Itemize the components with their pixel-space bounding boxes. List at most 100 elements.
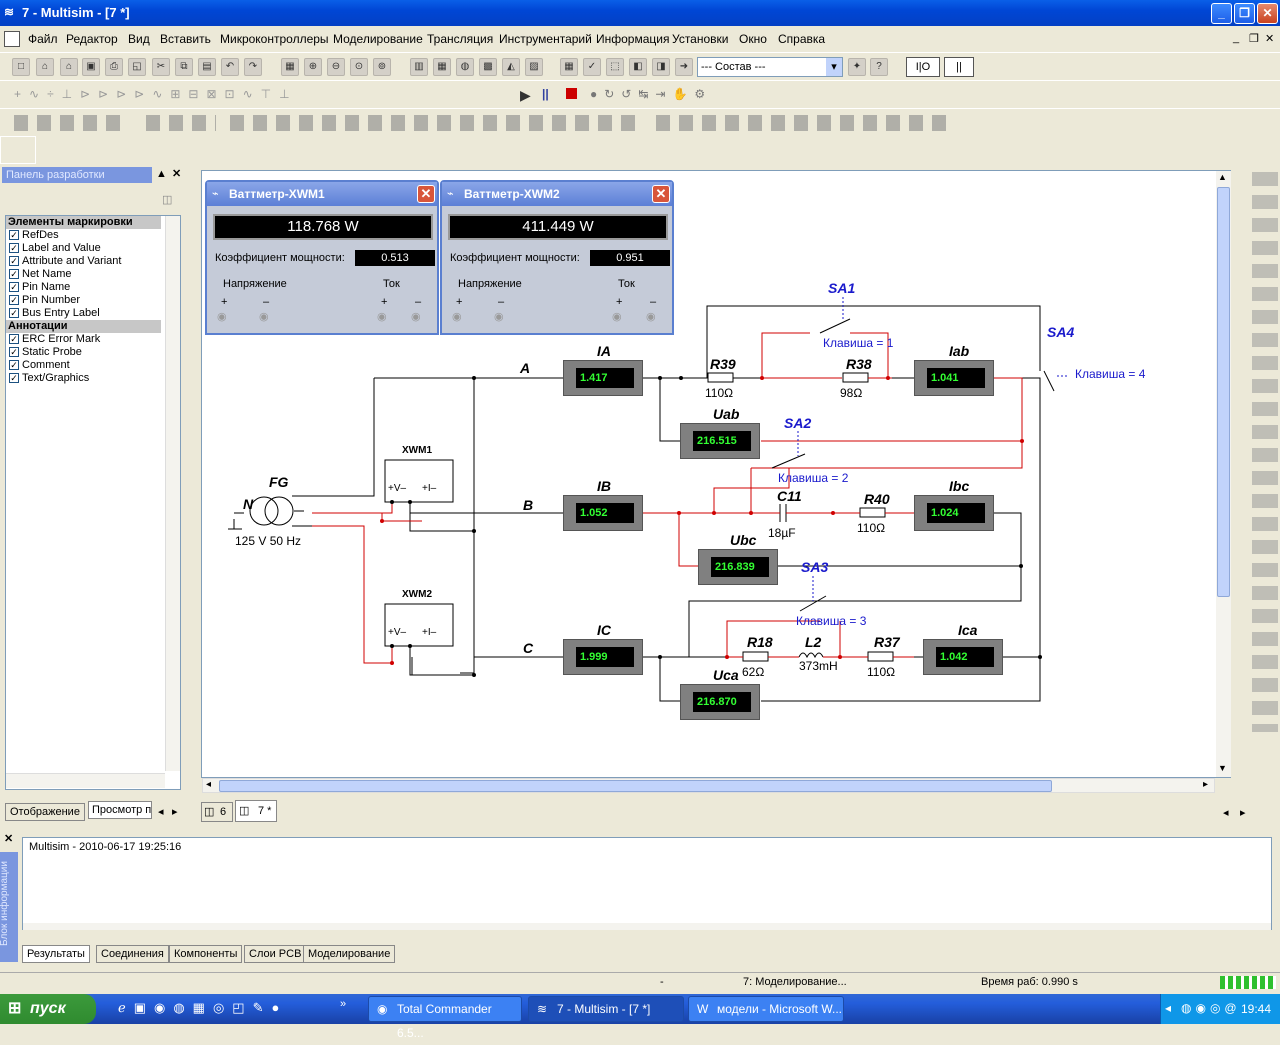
list-item[interactable]: ✓Net Name xyxy=(9,268,72,280)
postprocessor-icon[interactable]: ◭ xyxy=(502,58,520,76)
zoom-out-icon[interactable]: ⊖ xyxy=(327,58,345,76)
quick-launch-icons[interactable]: ℯ▣◉◍▦◎◰✎● xyxy=(118,1000,288,1015)
list-item[interactable]: ✓Attribute and Variant xyxy=(9,255,122,267)
list-item[interactable]: ✓Static Probe xyxy=(9,346,82,358)
sheet-tab-6[interactable]: ◫ 6 xyxy=(201,802,233,822)
log-hscroll[interactable] xyxy=(23,923,1271,930)
voltmeter-Uab[interactable]: 216.515 xyxy=(680,423,760,459)
terminal-icon[interactable]: ◉ xyxy=(646,311,656,323)
area-select-icon[interactable]: ⬚ xyxy=(606,58,624,76)
instrument-icons-a[interactable] xyxy=(14,115,124,131)
tab-browse[interactable]: Просмотр п xyxy=(88,801,152,819)
scroll-thumb[interactable] xyxy=(219,780,1052,792)
canvas-hscroll[interactable]: ◂ ▸ xyxy=(202,778,1215,793)
quick-launch-more-icon[interactable]: » xyxy=(340,998,347,1010)
tab-results[interactable]: Результаты xyxy=(22,945,90,963)
terminal-icon[interactable]: ◉ xyxy=(377,311,387,323)
scroll-right-icon[interactable]: ▸ xyxy=(1203,779,1209,790)
results-log[interactable]: Multisim - 2010-06-17 19:25:16 xyxy=(22,837,1272,930)
ammeter-Ibc[interactable]: 1.024 xyxy=(914,495,994,531)
tray-expand-icon[interactable]: ◂ xyxy=(1165,1001,1172,1015)
tab-simulation[interactable]: Моделирование xyxy=(303,945,396,963)
mdi-restore-icon[interactable]: ❐ xyxy=(1249,33,1259,45)
menu-window[interactable]: Окно xyxy=(739,32,767,46)
terminal-icon[interactable]: ◉ xyxy=(217,311,227,323)
spreadsheet-icon[interactable]: ▦ xyxy=(433,58,451,76)
tab-next-icon[interactable]: ▸ xyxy=(172,806,178,818)
terminal-icon[interactable]: ◉ xyxy=(411,311,421,323)
component-icons[interactable]: +∿÷⊥⊳⊳⊳⊳∿⊞⊟⊠⊡∿⊤⊥ xyxy=(14,87,298,101)
menu-simulate[interactable]: Моделирование xyxy=(333,32,423,46)
panel-close-icon[interactable]: ✕ xyxy=(172,168,182,180)
panel-hscroll[interactable] xyxy=(6,773,165,788)
instrument-icons-c[interactable] xyxy=(230,115,640,131)
chevron-down-icon[interactable]: ▾ xyxy=(826,58,842,76)
tab-pcb-layers[interactable]: Слои PCB xyxy=(244,945,307,963)
zoom-fit-icon[interactable]: ⊚ xyxy=(373,58,391,76)
list-item[interactable]: ✓Label and Value xyxy=(9,242,101,254)
print-preview-icon[interactable]: ◱ xyxy=(128,58,146,76)
close-icon[interactable]: ✕ xyxy=(417,185,435,203)
instrument-icons-b[interactable] xyxy=(146,115,216,131)
forward-annotate-icon[interactable]: ◨ xyxy=(652,58,670,76)
list-item[interactable]: ✓RefDes xyxy=(9,229,59,241)
list-item[interactable]: ✓Pin Number xyxy=(9,294,81,306)
menu-reports[interactable]: Информация xyxy=(596,32,670,46)
tab-connections[interactable]: Соединения xyxy=(96,945,169,963)
right-instrument-toolbar[interactable] xyxy=(1252,172,1278,732)
stop-icon[interactable] xyxy=(566,88,577,99)
checkbox-icon[interactable]: ✓ xyxy=(9,360,19,370)
voltmeter-Uca[interactable]: 216.870 xyxy=(680,684,760,720)
menu-view[interactable]: Вид xyxy=(128,32,150,46)
grapher-icon[interactable]: ▨ xyxy=(525,58,543,76)
list-item[interactable]: ✓Bus Entry Label xyxy=(9,307,100,319)
zoom-in-icon[interactable]: ⊕ xyxy=(304,58,322,76)
pause-icon[interactable]: || xyxy=(542,87,549,101)
list-item[interactable]: ✓Pin Name xyxy=(9,281,71,293)
wattmeter-window-2[interactable]: Ваттметр-XWM2 ⌁ ✕ 411.449 W Коэффициент … xyxy=(440,180,674,335)
schematic-canvas[interactable]: Ваттметр-XWM1 ⌁ ✕ 118.768 W Коэффициент … xyxy=(201,170,1231,778)
sheet-next-icon[interactable]: ▸ xyxy=(1240,807,1246,819)
zoom-area-icon[interactable]: ⊙ xyxy=(350,58,368,76)
ammeter-Iab[interactable]: 1.041 xyxy=(914,360,994,396)
scroll-down-icon[interactable]: ▼ xyxy=(1218,763,1227,773)
save-icon[interactable]: ▣ xyxy=(82,58,100,76)
close-icon[interactable]: ✕ xyxy=(652,185,670,203)
terminal-icon[interactable]: ◉ xyxy=(612,311,622,323)
task-word[interactable]: W модели - Microsoft W... xyxy=(688,996,844,1022)
ammeter-IA[interactable]: 1.417 xyxy=(563,360,643,396)
probe-tools-icons[interactable]: ●↻↺↹⇥✋⚙ xyxy=(590,87,713,101)
tray-icons[interactable]: ◍◉◎@ xyxy=(1181,1001,1241,1015)
maximize-button[interactable]: ❐ xyxy=(1234,3,1255,24)
tab-prev-icon[interactable]: ◂ xyxy=(158,806,164,818)
web-icon[interactable]: ✦ xyxy=(848,58,866,76)
open-sample-icon[interactable]: ⌂ xyxy=(60,58,78,76)
cut-icon[interactable]: ✂ xyxy=(152,58,170,76)
checkbox-icon[interactable]: ✓ xyxy=(9,347,19,357)
checkbox-icon[interactable]: ✓ xyxy=(9,295,19,305)
wattmeter-title[interactable]: Ваттметр-XWM2 xyxy=(442,182,672,206)
menu-edit[interactable]: Редактор xyxy=(66,32,118,46)
ammeter-IB[interactable]: 1.052 xyxy=(563,495,643,531)
mdi-minimize-icon[interactable]: _ xyxy=(1233,32,1240,44)
panel-vscroll[interactable] xyxy=(165,216,180,771)
electrical-rules-icon[interactable]: ▦ xyxy=(560,58,578,76)
new-icon[interactable]: □ xyxy=(12,58,30,76)
undo-icon[interactable]: ↶ xyxy=(221,58,239,76)
backannotate-icon[interactable]: ◧ xyxy=(629,58,647,76)
fullscreen-icon[interactable]: ▦ xyxy=(281,58,299,76)
help-icon[interactable]: ? xyxy=(870,58,888,76)
menu-file[interactable]: Файл xyxy=(28,32,58,46)
canvas-vscroll[interactable]: ▲ ▼ xyxy=(1216,171,1231,777)
run-icon[interactable]: ▶ xyxy=(520,87,531,103)
scroll-up-icon[interactable]: ▲ xyxy=(1218,172,1227,182)
pause-switch-icon[interactable]: || xyxy=(944,57,974,77)
terminal-icon[interactable]: ◉ xyxy=(494,311,504,323)
menu-transfer[interactable]: Трансляция xyxy=(427,32,494,46)
wattmeter-title[interactable]: Ваттметр-XWM1 xyxy=(207,182,437,206)
minimize-button[interactable]: _ xyxy=(1211,3,1232,24)
ammeter-Ica[interactable]: 1.042 xyxy=(923,639,1003,675)
sheet-prev-icon[interactable]: ◂ xyxy=(1223,807,1229,819)
start-button[interactable]: ⊞ пуск xyxy=(0,994,96,1024)
terminal-icon[interactable]: ◉ xyxy=(259,311,269,323)
